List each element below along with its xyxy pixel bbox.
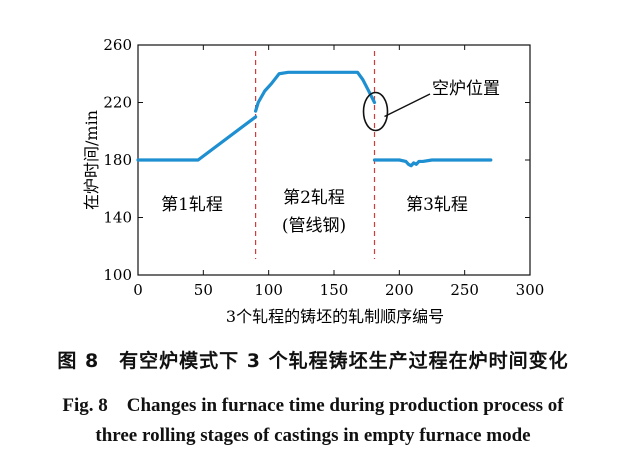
furnace-time-line: [372, 158, 493, 168]
y-tick-label: 180: [103, 151, 132, 169]
y-axis-label: 在炉时间/min: [82, 110, 101, 210]
furnace-time-chart: 0 50 100 150 200 250 300 100 140 180 220 260 第1轧程 第2…: [82, 36, 544, 326]
stage1-label: 第1轧程: [161, 195, 223, 215]
stage-dividers: [255, 51, 376, 259]
figure-caption-english-line2: three rolling stages of castings in empt…: [95, 425, 531, 446]
stage2-label: 第2轧程: [283, 188, 345, 208]
x-tick-label: 100: [254, 281, 283, 299]
y-tick-label: 140: [103, 209, 132, 227]
chart-annotations: 第1轧程 第2轧程 (管线钢) 第3轧程 空炉位置: [161, 79, 500, 236]
y-tick-label: 260: [103, 36, 132, 54]
x-axis-label: 3个轧程的铸坯的轧制顺序编号: [226, 307, 444, 326]
chart-series: [136, 70, 493, 168]
figure-caption-english-line1: Fig. 8 Changes in furnace time during pr…: [62, 395, 564, 416]
empty-furnace-ellipse: [362, 91, 389, 132]
x-tick-label: 200: [385, 281, 414, 299]
furnace-time-line: [254, 70, 377, 113]
stage2-sub-label: (管线钢): [282, 216, 346, 236]
x-tick-label: 50: [194, 281, 213, 299]
y-tick-label: 220: [103, 94, 132, 112]
empty-furnace-pointer: [384, 93, 431, 118]
chart-ticks: 0 50 100 150 200 250 300 100 140 180 220 260: [103, 36, 544, 299]
x-tick-label: 0: [133, 281, 143, 299]
figure-caption-chinese: 图 8 有空炉模式下 3 个轧程铸坯生产过程在炉时间变化: [57, 350, 569, 372]
x-tick-label: 150: [320, 281, 349, 299]
x-tick-label: 300: [516, 281, 545, 299]
x-tick-label: 250: [450, 281, 479, 299]
y-tick-label: 100: [103, 266, 132, 284]
furnace-time-line: [136, 115, 258, 162]
stage3-label: 第3轧程: [406, 195, 468, 215]
empty-furnace-label: 空炉位置: [432, 79, 500, 99]
